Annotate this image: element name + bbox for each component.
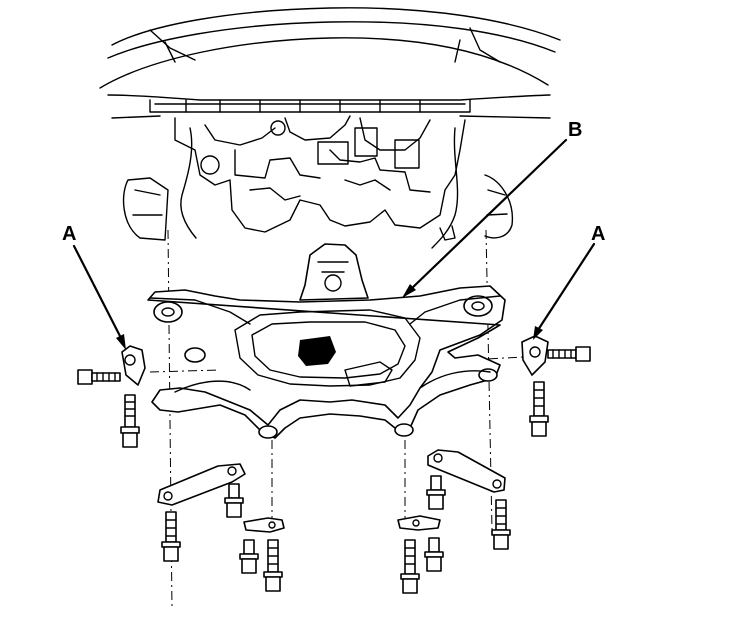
engine-assembly (122, 115, 514, 249)
callout-label-a-left: A (62, 223, 77, 245)
leader-arrow-b (402, 138, 568, 298)
right-stiffener-bolt-upper (426, 475, 446, 510)
center-right-bolts (400, 537, 444, 594)
left-stiffener-bolt-lower (161, 511, 181, 562)
left-mount-bracket (121, 345, 146, 386)
front-subframe (147, 243, 506, 439)
vehicle-body-outline (99, 7, 561, 119)
center-right-bracket (397, 515, 441, 531)
center-left-bolts (239, 539, 283, 592)
center-left-bracket (243, 517, 285, 533)
left-stiffener-plate (157, 463, 246, 506)
callout-label-a-right: A (591, 223, 606, 245)
right-stiffener-plate (427, 449, 506, 493)
left-vertical-bolt (120, 394, 140, 448)
left-side-bolt (77, 369, 121, 385)
right-vertical-bolt (529, 381, 549, 437)
right-mount-bracket (521, 335, 549, 376)
right-side-bolt (547, 346, 591, 362)
right-stiffener-bolt-lower (491, 499, 511, 550)
leader-arrow-a-right (533, 242, 596, 340)
leader-arrow-a-left (72, 244, 126, 350)
left-stiffener-bolt-upper (224, 483, 244, 518)
callout-label-b: B (568, 119, 583, 141)
